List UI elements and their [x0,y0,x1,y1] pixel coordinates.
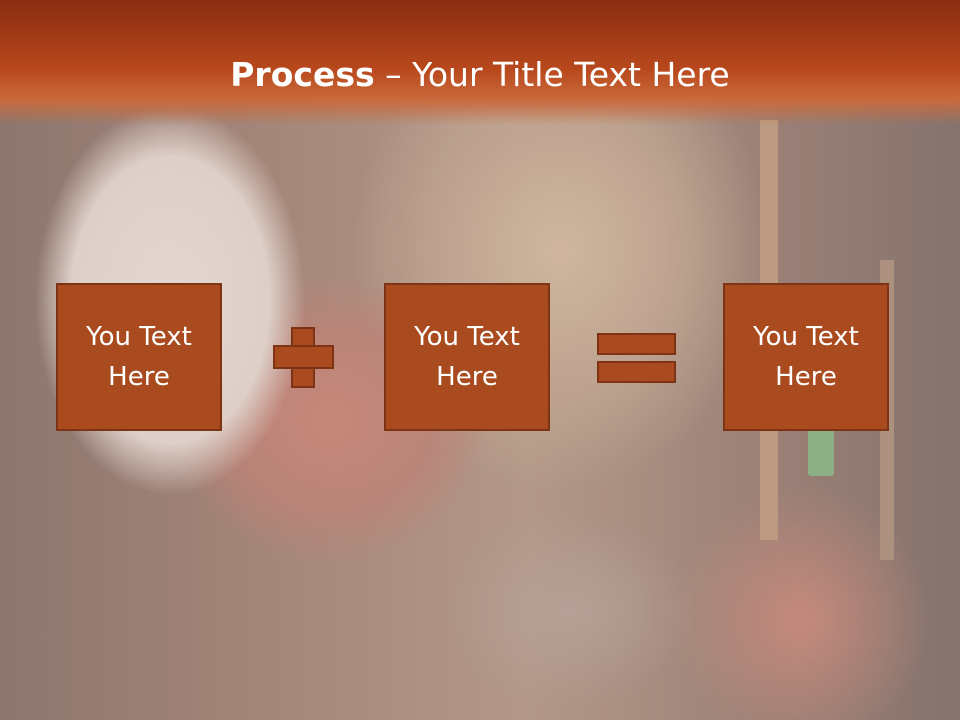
process-box-2-text: You Text Here [414,322,520,392]
title-bold: Process [230,55,375,94]
process-box-3[interactable]: You Text Here [723,283,889,431]
process-box-1-text: You Text Here [86,322,192,392]
title-rest: – Your Title Text Here [374,55,730,94]
slide-title[interactable]: Process – Your Title Text Here [0,52,960,98]
process-box-2[interactable]: You Text Here [384,283,550,431]
process-box-1[interactable]: You Text Here [56,283,222,431]
title-band [0,0,960,125]
process-box-3-text: You Text Here [753,322,859,392]
